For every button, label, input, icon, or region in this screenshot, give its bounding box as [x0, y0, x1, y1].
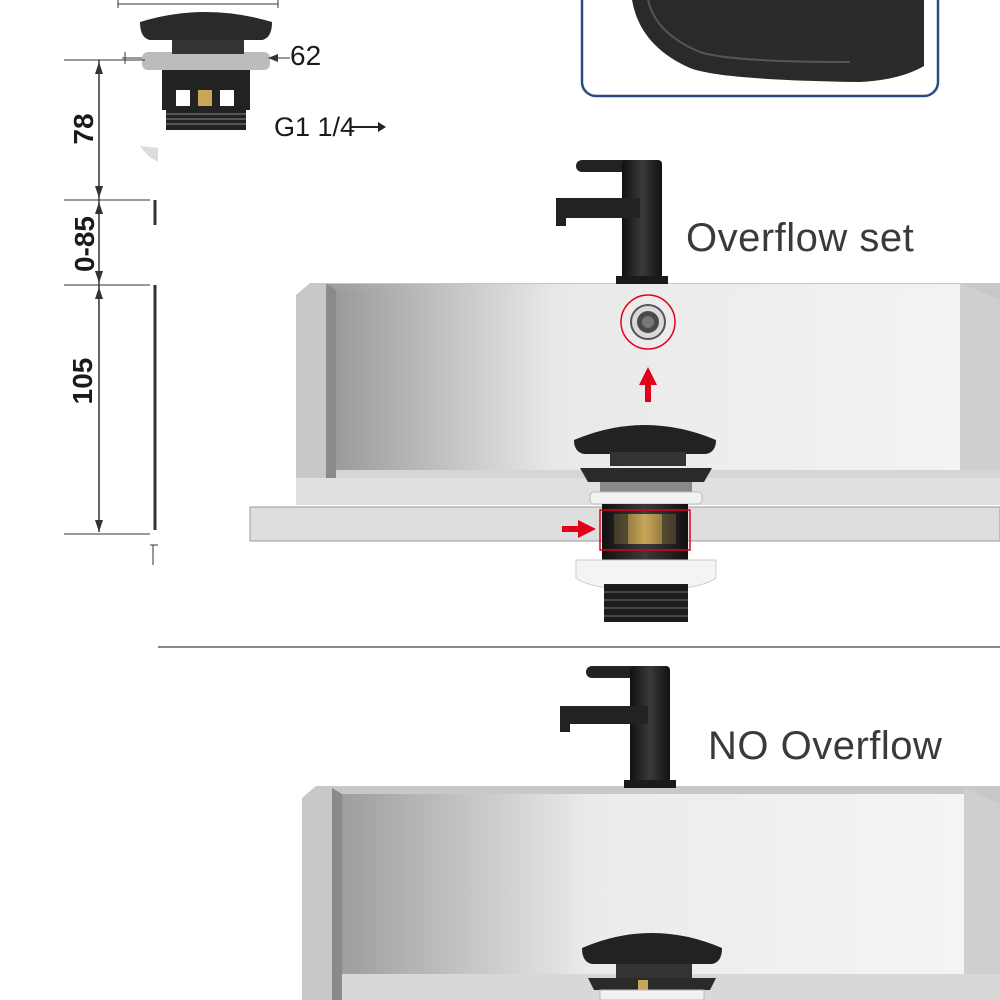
dim-78: 78: [68, 113, 99, 145]
dim-105: 105: [67, 357, 98, 405]
technical-drawing: [64, 0, 386, 565]
dim-thread: G1 1/4: [274, 112, 356, 142]
overflow-set-label: Overflow set: [686, 216, 915, 260]
thread-dimension-label: G1 1/4: [274, 112, 355, 143]
arrow-up-icon: [639, 367, 657, 402]
arrow-right-icon: [562, 520, 596, 538]
pop-up-drain-icon-no-overflow: [582, 933, 722, 1000]
dim-0-85: 0-85: [69, 215, 100, 273]
width-dimension-label: 62: [290, 40, 321, 72]
pop-up-drain-icon: [574, 425, 717, 622]
inset-box: [580, 0, 940, 98]
overflow-ring-icon: [620, 294, 676, 350]
dim-62: 62: [290, 40, 322, 71]
no-overflow-label: NO Overflow: [708, 724, 943, 768]
tap-icon: [556, 160, 668, 284]
tap-icon-no-overflow: [560, 666, 676, 788]
